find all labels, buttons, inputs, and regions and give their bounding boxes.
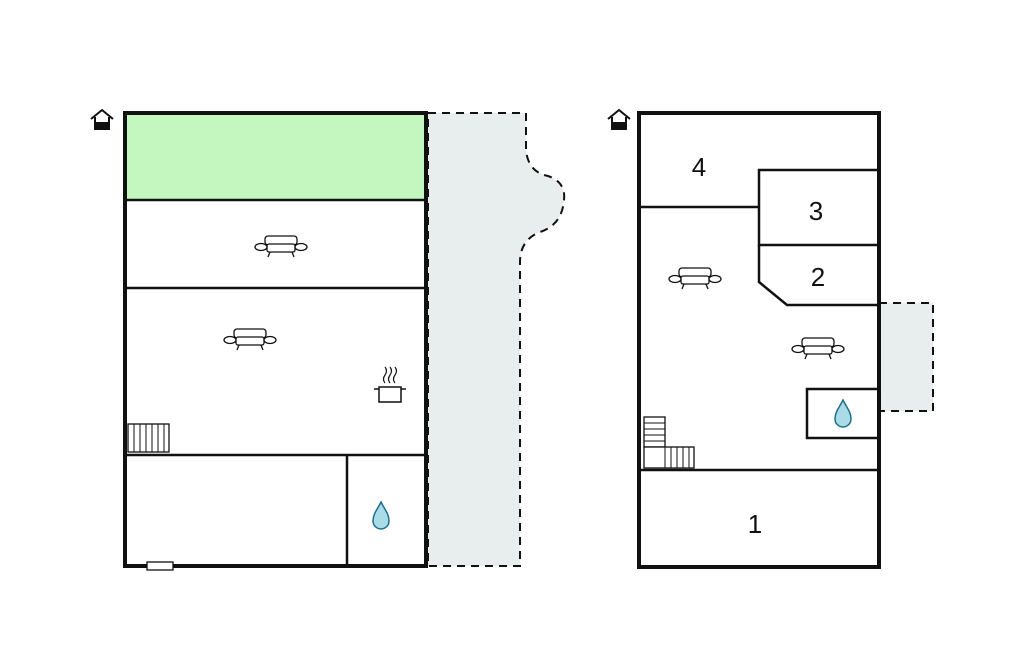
interior-wall (757, 168, 879, 247)
room-label: 1 (748, 509, 762, 539)
sofa-icon (254, 235, 308, 258)
outer-wall (637, 111, 881, 569)
bathroom-wall (805, 387, 881, 440)
room-label: 2 (811, 262, 825, 292)
entrance-door-icon (146, 561, 174, 571)
interior-wall (757, 245, 879, 307)
ground-floor-plan (90, 109, 566, 571)
room-label: 3 (809, 196, 823, 226)
sofa-icon (223, 328, 277, 351)
cooking-pot-icon (374, 366, 406, 403)
room-label: 4 (692, 152, 706, 182)
water-drop-icon (372, 501, 390, 530)
terrace-area (427, 112, 566, 567)
stairs-icon (643, 416, 695, 469)
outer-wall (123, 111, 428, 568)
upper-floor-plan: 1 2 3 4 (607, 109, 934, 569)
stairs-icon (127, 423, 170, 453)
terrace-area (878, 302, 934, 412)
garden-area (125, 113, 426, 200)
